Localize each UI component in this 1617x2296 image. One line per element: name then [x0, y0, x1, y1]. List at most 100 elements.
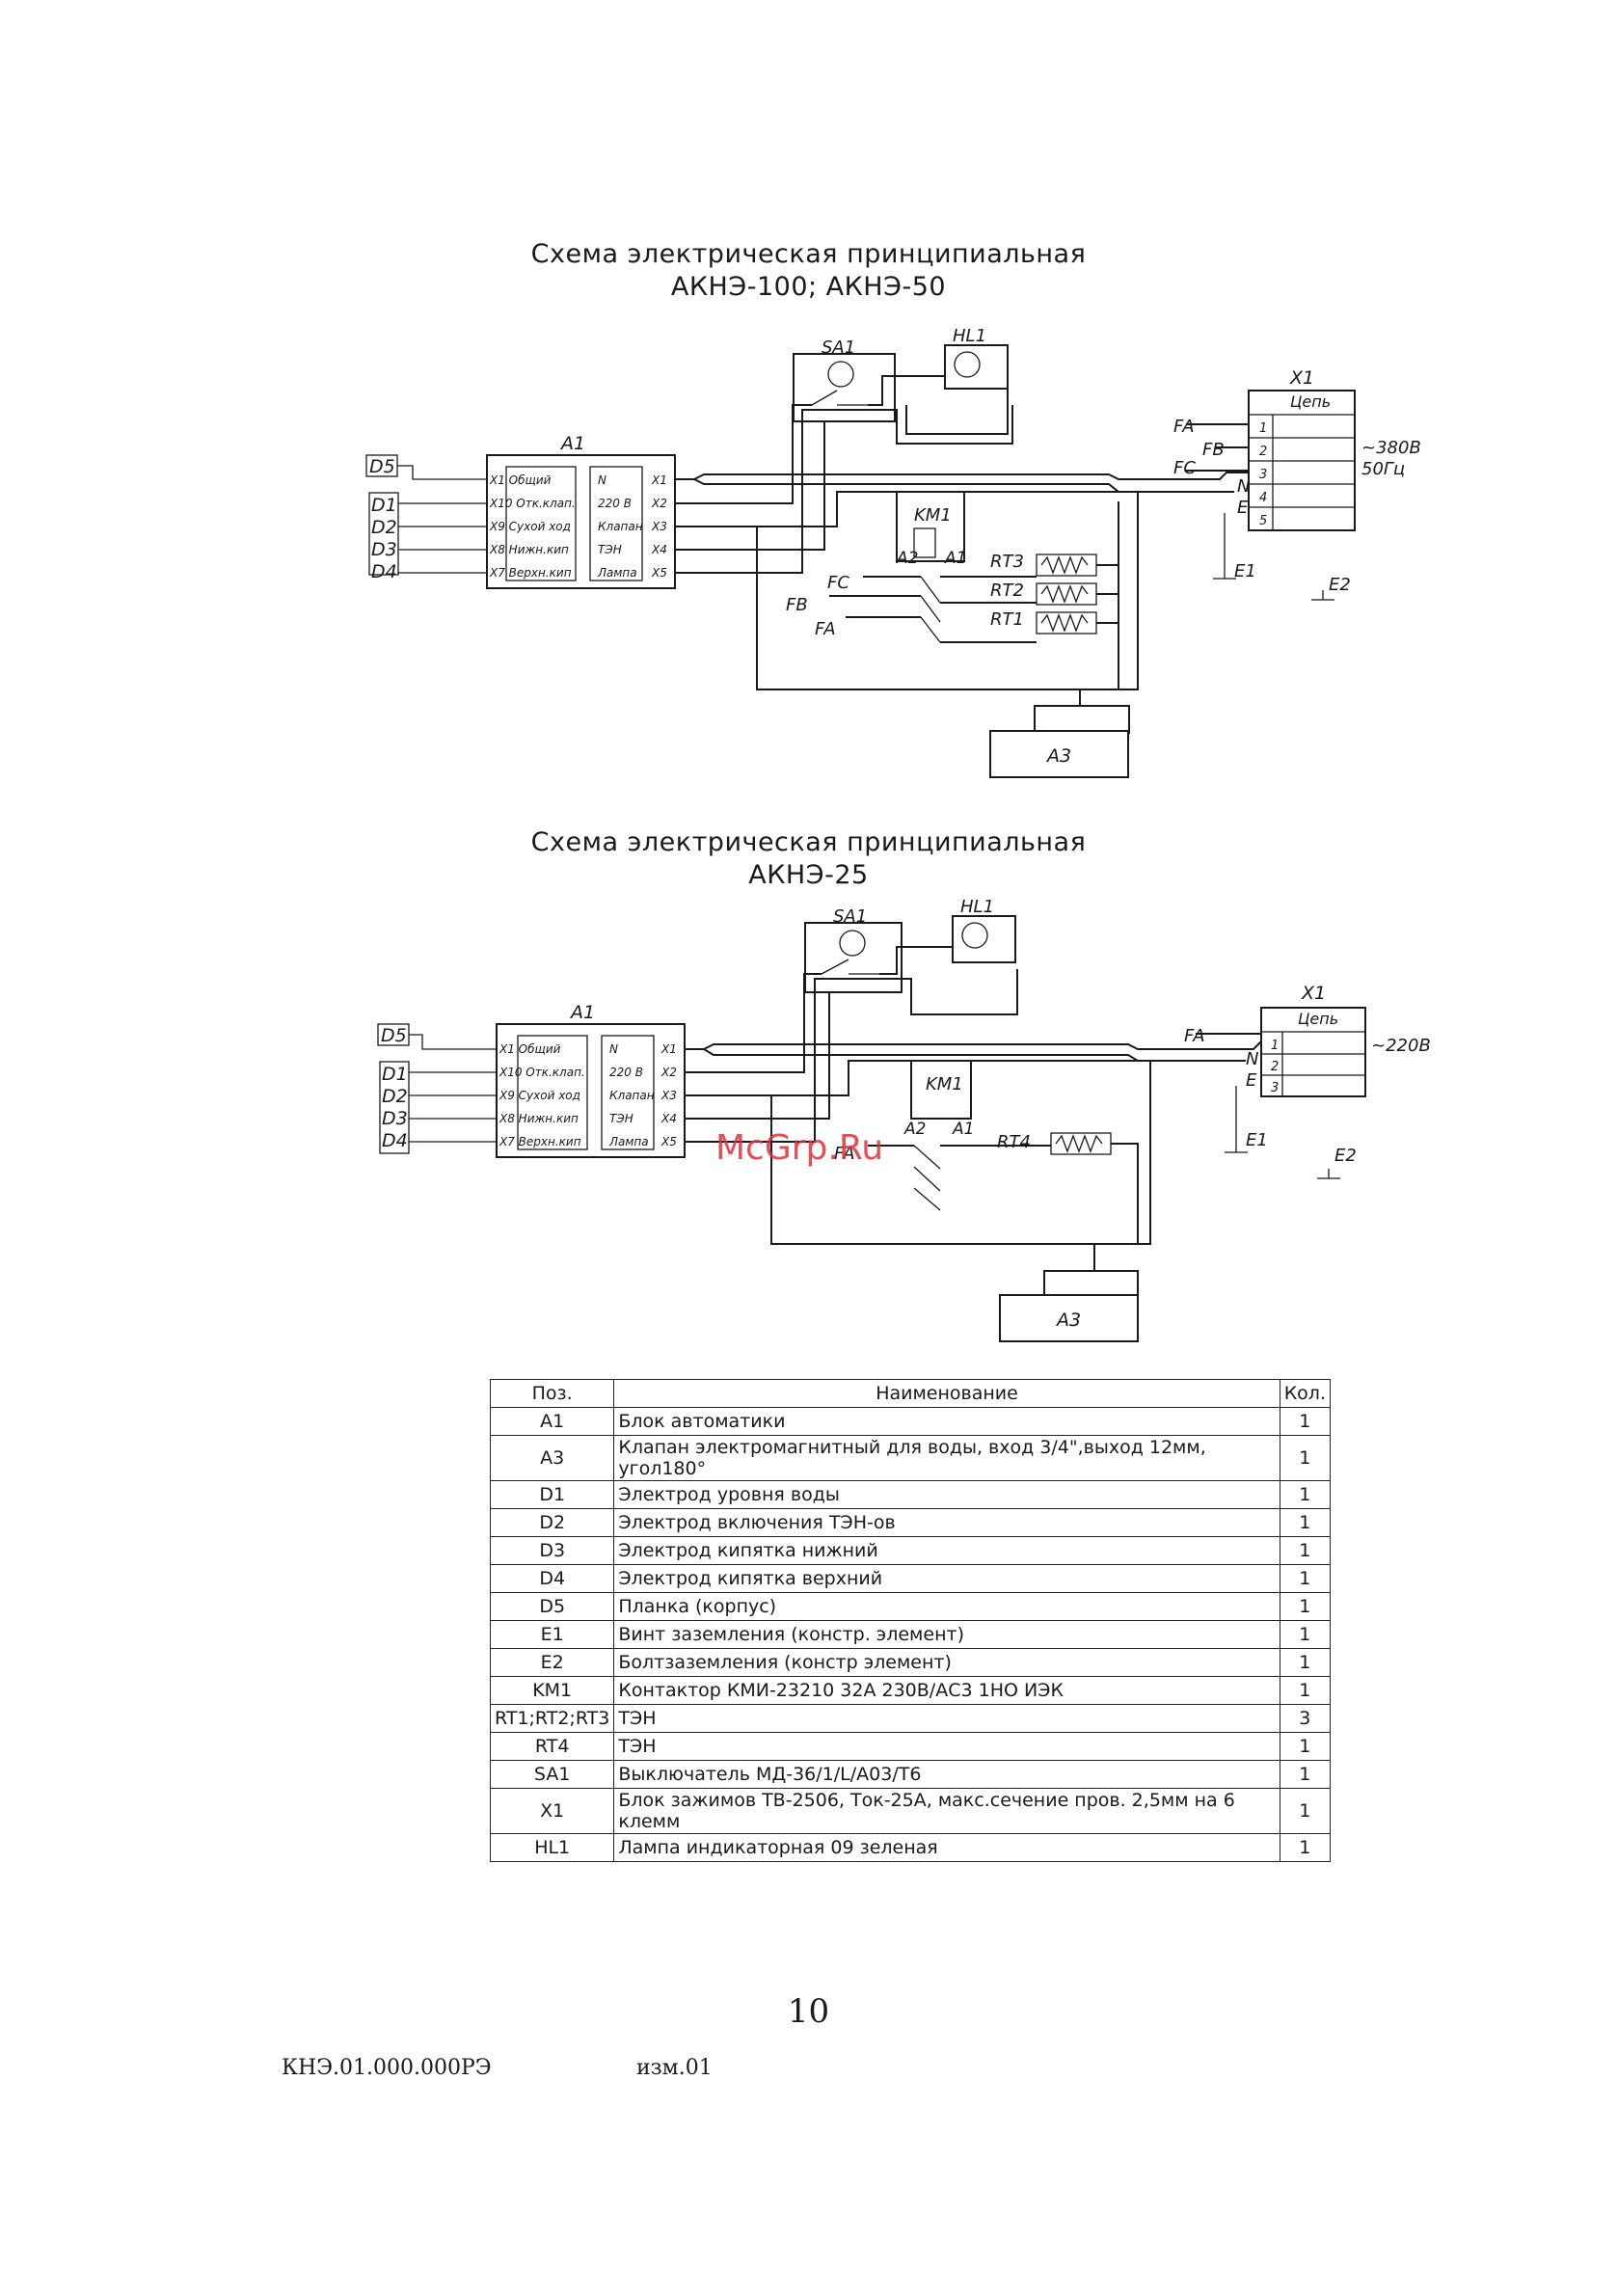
spec-qty: 1 — [1279, 1536, 1332, 1565]
spec-qty: 1 — [1279, 1760, 1332, 1789]
spec-pos: RT1;RT2;RT3 — [489, 1704, 615, 1733]
d2-x1-label: X1 — [1301, 983, 1326, 1004]
spec-pos: E1 — [489, 1620, 615, 1649]
d2-a2c: A2 — [903, 1120, 926, 1139]
d1-km1-label: KM1 — [914, 505, 952, 526]
d1-a1-xr-0: X1 — [651, 473, 667, 487]
d1-a1-right-2: Клапан — [598, 520, 643, 533]
d1-a3-box — [989, 730, 1129, 778]
spec-name: ТЭН — [613, 1732, 1280, 1761]
spec-name: Контактор КМИ-23210 32А 230В/АС3 1НО ИЭК — [613, 1676, 1280, 1705]
d1-x1-term-1: 1 — [1259, 421, 1267, 436]
spec-name: Клапан электромагнитный для воды, вход 3… — [613, 1435, 1280, 1481]
d2-a1-right-1: 220 В — [609, 1066, 643, 1079]
spec-qty: 1 — [1279, 1676, 1332, 1705]
d2-a1-left-3: X8 Нижн.кип — [499, 1112, 579, 1125]
d2-a3-label: A3 — [1055, 1310, 1081, 1331]
d2-e2: E2 — [1334, 1146, 1357, 1166]
d1-rt1: RT1 — [990, 609, 1024, 630]
d2-a1-right-0: N — [609, 1042, 618, 1056]
spec-qty: 1 — [1279, 1788, 1332, 1834]
d1-e2: E2 — [1329, 575, 1351, 595]
spec-header-name: Наименование — [613, 1379, 1280, 1408]
d2-a1-label: A1 — [569, 1002, 595, 1023]
d2-x1-term-3: 3 — [1271, 1081, 1279, 1095]
d1-d4: D4 — [371, 561, 397, 582]
d2-a1-xr-3: X4 — [660, 1112, 677, 1125]
footer-revision: изм.01 — [636, 2056, 713, 2080]
d2-d1: D1 — [382, 1064, 408, 1085]
spec-pos: SA1 — [489, 1760, 615, 1789]
spec-qty: 1 — [1279, 1508, 1332, 1537]
d2-a1-xr-2: X3 — [660, 1089, 677, 1102]
spec-name: Лампа индикаторная 09 зеленая — [613, 1833, 1280, 1862]
d1-a2c: A2 — [896, 549, 918, 568]
d1-fc-km: FC — [827, 573, 849, 593]
footer-doc-code: КНЭ.01.000.000РЭ — [282, 2056, 492, 2080]
d1-x1-term-3: 3 — [1259, 468, 1267, 482]
spec-name: Электрод кипятка нижний — [613, 1536, 1280, 1565]
d2-a3-box — [999, 1294, 1139, 1342]
d1-a1-left-4: X7 Верхн.кип — [489, 566, 572, 580]
watermark: McGrp.Ru — [715, 1128, 884, 1168]
d2-x1-term-1: 1 — [1271, 1039, 1279, 1053]
spec-pos: A3 — [489, 1435, 615, 1481]
d1-a1-right-1: 220 В — [598, 497, 632, 510]
spec-qty: 1 — [1279, 1564, 1332, 1593]
spec-pos: RT4 — [489, 1732, 615, 1761]
d1-heaters: RT3 RT2 RT1 — [990, 552, 1097, 635]
d1-fb-km: FB — [786, 595, 808, 615]
d2-a1-xr-1: X2 — [660, 1066, 677, 1079]
diagram2: A1 X1 Общий X10 Отк.клап. X9 Сухой ход X… — [377, 897, 1431, 1342]
d1-d1: D1 — [371, 495, 397, 516]
spec-name: Болтзаземления (констр элемент) — [613, 1648, 1280, 1677]
d2-a1-left-4: X7 Верхн.кип — [499, 1135, 581, 1148]
d2-a1-left-2: X9 Сухой ход — [499, 1089, 580, 1102]
d1-rt3: RT3 — [990, 552, 1024, 572]
spec-name: Планка (корпус) — [613, 1592, 1280, 1621]
spec-name: Электрод включения ТЭН-ов — [613, 1508, 1280, 1537]
d2-d2: D2 — [382, 1086, 408, 1107]
d2-hl1-box — [952, 915, 1016, 963]
d2-x1-term-2: 2 — [1271, 1060, 1279, 1074]
d2-e1: E1 — [1246, 1130, 1268, 1150]
d1-hl1-label: HL1 — [953, 326, 986, 346]
d1-a1-left-0: X1 Общий — [489, 473, 552, 487]
spec-header-qty: Кол. — [1279, 1379, 1332, 1408]
d1-x1-chain: Цепь — [1290, 392, 1331, 411]
d2-km1-label: KM1 — [926, 1074, 963, 1094]
d1-x1-term-5: 5 — [1259, 514, 1267, 528]
d1-a1-right-4: Лампа — [597, 566, 637, 580]
d2-voltage: ~220В — [1371, 1036, 1431, 1056]
spec-pos: D1 — [489, 1480, 615, 1509]
d1-a3-label: A3 — [1045, 745, 1071, 767]
spec-qty: 3 — [1279, 1704, 1332, 1733]
spec-qty: 1 — [1279, 1407, 1332, 1436]
d2-n: N — [1246, 1049, 1258, 1069]
spec-pos: X1 — [489, 1788, 615, 1834]
d1-d2: D2 — [371, 517, 397, 538]
d1-sa1-label: SA1 — [822, 338, 855, 358]
d1-a1-xr-4: X5 — [651, 566, 667, 580]
diagram1-title-line1: Схема электрическая принципиальная — [530, 239, 1087, 269]
spec-name: ТЭН — [613, 1704, 1280, 1733]
d1-a1-left-1: X10 Отк.клап. — [489, 497, 576, 510]
d2-a1c: A1 — [952, 1120, 974, 1139]
d1-x1-label: X1 — [1289, 367, 1314, 389]
d1-a1-left-2: X9 Сухой ход — [489, 520, 571, 533]
d1-voltage: ~380В — [1361, 438, 1421, 458]
d1-a1-block — [486, 454, 676, 589]
spec-qty: 1 — [1279, 1648, 1332, 1677]
d2-fa-km: FA — [834, 1144, 855, 1164]
